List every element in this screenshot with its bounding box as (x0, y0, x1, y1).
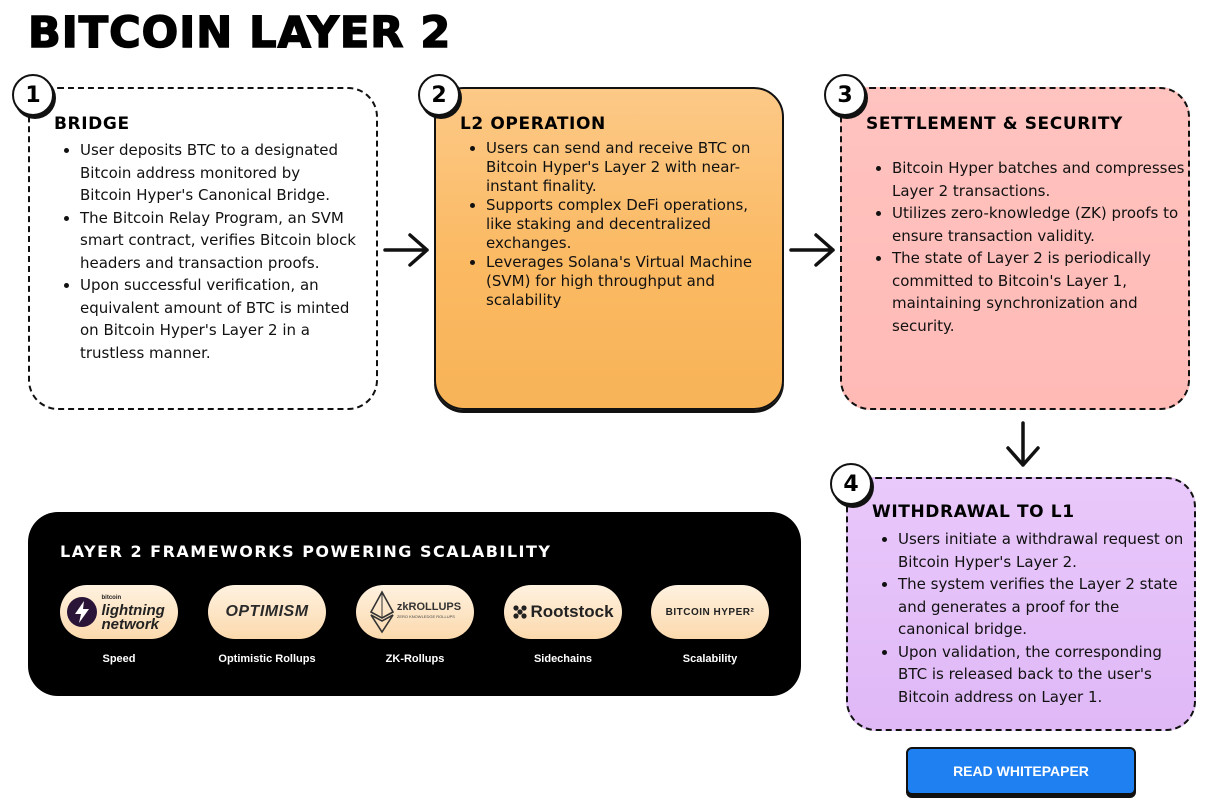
framework-caption: Scalability (682, 653, 738, 665)
step-number-badge: 4 (830, 463, 872, 505)
step-title: L2 OPERATION (460, 114, 606, 134)
bitcoin-hyper-logo: BITCOIN HYPER² (651, 585, 769, 639)
zkrollups-logo: zkROLLUPS ZERO KNOWLEDGE ROLLUPS (356, 585, 474, 639)
arrow-right-icon (789, 233, 835, 267)
step-number-badge: 3 (824, 74, 866, 116)
lightning-logo-small: bitcoin (101, 595, 122, 601)
framework-item-bitcoin-hyper: BITCOIN HYPER² Scalability (651, 585, 769, 665)
step-bullet-list: Bitcoin Hyper batches and compresses Lay… (868, 157, 1188, 337)
step-card-withdrawal: WITHDRAWAL TO L1 Users initiate a withdr… (846, 477, 1196, 731)
list-item: Users initiate a withdrawal request on B… (874, 528, 1184, 573)
step-bullet-list: User deposits BTC to a designated Bitcoi… (56, 139, 356, 364)
rootstock-logo-text: Rootstock (530, 602, 614, 621)
framework-caption: Sidechains (533, 653, 593, 665)
framework-item-lightning: bitcoin lightning network Speed (60, 585, 178, 665)
step-number-badge: 1 (12, 74, 54, 116)
step-card-bridge: BRIDGE User deposits BTC to a designated… (28, 87, 378, 410)
bitcoin-hyper-logo-text: BITCOIN HYPER² (665, 606, 755, 618)
page-title: BITCOIN LAYER 2 (27, 7, 452, 59)
list-item: Upon successful verification, an equival… (56, 274, 356, 364)
step-card-l2-operation: L2 OPERATION Users can send and receive … (434, 87, 784, 410)
list-item: Users can send and receive BTC on Bitcoi… (462, 139, 772, 196)
list-item: Utilizes zero-knowledge (ZK) proofs to e… (868, 202, 1188, 247)
rootstock-logo: Rootstock (504, 585, 622, 639)
rootstock-icon (513, 605, 528, 619)
framework-item-rootstock: Rootstock Sidechains (504, 585, 622, 665)
step-title: SETTLEMENT & SECURITY (866, 114, 1123, 134)
framework-item-optimism: OPTIMISM Optimistic Rollups (208, 585, 326, 665)
list-item: The system verifies the Layer 2 state an… (874, 573, 1184, 641)
arrow-right-icon (383, 233, 429, 267)
framework-caption: ZK-Rollups (385, 653, 445, 665)
list-item: Upon validation, the corresponding BTC i… (874, 641, 1184, 709)
framework-caption: Optimistic Rollups (218, 653, 316, 665)
lightning-logo-text: lightning network (101, 602, 165, 633)
ethereum-diamond-icon (369, 590, 394, 634)
step-card-settlement: SETTLEMENT & SECURITY Bitcoin Hyper batc… (840, 87, 1190, 410)
read-whitepaper-button[interactable]: READ WHITEPAPER (906, 747, 1136, 795)
step-number-badge: 2 (418, 74, 460, 116)
zkrollups-logo-small: ZERO KNOWLEDGE ROLLUPS (396, 614, 455, 619)
list-item: The state of Layer 2 is periodically com… (868, 247, 1188, 337)
framework-caption: Speed (102, 653, 136, 665)
list-item: User deposits BTC to a designated Bitcoi… (56, 139, 356, 207)
step-bullet-list: Users can send and receive BTC on Bitcoi… (462, 139, 772, 310)
optimism-logo: OPTIMISM (208, 585, 326, 639)
step-title: WITHDRAWAL TO L1 (872, 502, 1075, 522)
frameworks-title: LAYER 2 FRAMEWORKS POWERING SCALABILITY (60, 542, 552, 561)
step-bullet-list: Users initiate a withdrawal request on B… (874, 528, 1184, 708)
list-item: Bitcoin Hyper batches and compresses Lay… (868, 157, 1188, 202)
framework-item-zkrollups: zkROLLUPS ZERO KNOWLEDGE ROLLUPS ZK-Roll… (356, 585, 474, 665)
zkrollups-logo-text: zkROLLUPS (396, 601, 462, 613)
list-item: Leverages Solana's Virtual Machine (SVM)… (462, 253, 772, 310)
frameworks-panel: LAYER 2 FRAMEWORKS POWERING SCALABILITY … (28, 512, 801, 696)
lightning-logo: bitcoin lightning network (60, 585, 178, 639)
optimism-logo-text: OPTIMISM (225, 603, 309, 620)
list-item: The Bitcoin Relay Program, an SVM smart … (56, 207, 356, 275)
arrow-down-icon (1006, 421, 1040, 467)
step-title: BRIDGE (54, 114, 130, 134)
lightning-bolt-icon (66, 597, 97, 627)
list-item: Supports complex DeFi operations, like s… (462, 196, 772, 253)
